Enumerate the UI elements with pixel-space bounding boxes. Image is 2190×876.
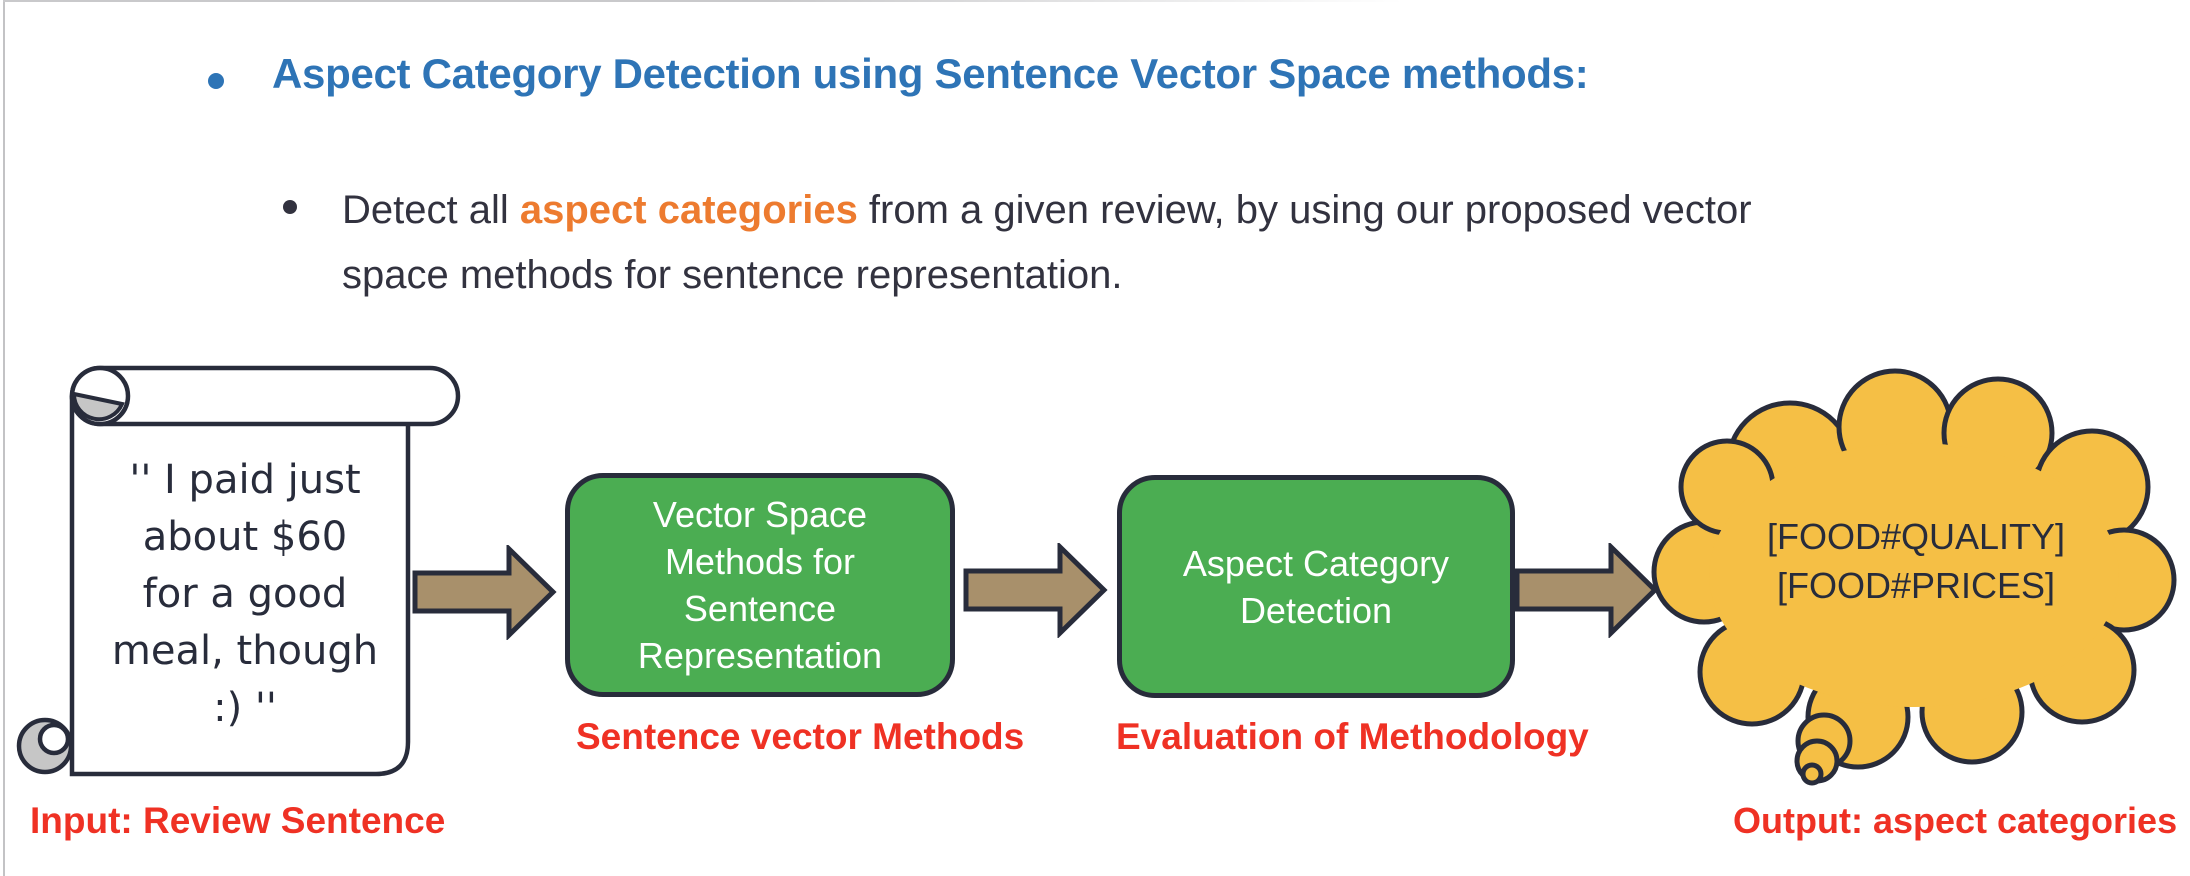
flow-arrow-icon-2 (963, 543, 1108, 638)
thought-cloud-shape (1651, 368, 2177, 786)
title-bullet (208, 73, 224, 89)
output-categories-text: [FOOD#QUALITY] [FOOD#PRICES] (1766, 516, 2066, 606)
step2-box: Aspect Category Detection (1117, 475, 1515, 698)
scroll-top-curl-shade (71, 391, 125, 422)
scroll-bottom-curl-inner (37, 722, 71, 756)
window-edge-top (3, 0, 1403, 2)
step1-box: Vector Space Methods for Sentence Repres… (565, 473, 955, 697)
step2-label: Evaluation of Methodology (1116, 716, 1589, 757)
subpoint-prefix: Detect all (342, 188, 520, 232)
subpoint-suffix: from a given review, by using our propos… (857, 188, 1752, 232)
subpoint-bullet (283, 200, 297, 214)
review-quote-text: '' I paid just about $60 for a good meal… (111, 457, 379, 731)
aspect-categories-highlight: aspect categories (519, 188, 858, 232)
scroll-shape (16, 365, 461, 777)
step1-label: Sentence vector Methods (576, 716, 1025, 757)
subpoint-text: Detect all aspect categories from a give… (342, 178, 2122, 308)
flow-arrow-icon-3 (1514, 543, 1659, 638)
subpoint-line2: space methods for sentence representatio… (342, 253, 1123, 297)
output-label: Output: aspect categories (1733, 800, 2178, 841)
scroll-paper (69, 395, 411, 777)
flow-arrow-icon-1 (412, 545, 557, 640)
step2-box-text: Aspect Category Detection (1182, 542, 1450, 631)
window-edge-left (3, 0, 5, 876)
input-label: Input: Review Sentence (30, 800, 446, 841)
slide-title: Aspect Category Detection using Sentence… (272, 50, 1589, 97)
step1-box-text: Vector Space Methods for Sentence Repres… (637, 494, 883, 676)
subpoint-line1: Detect all aspect categories from a give… (342, 178, 2122, 243)
cloud-tail (1794, 712, 1853, 786)
cloud-lobes (1651, 368, 2177, 770)
